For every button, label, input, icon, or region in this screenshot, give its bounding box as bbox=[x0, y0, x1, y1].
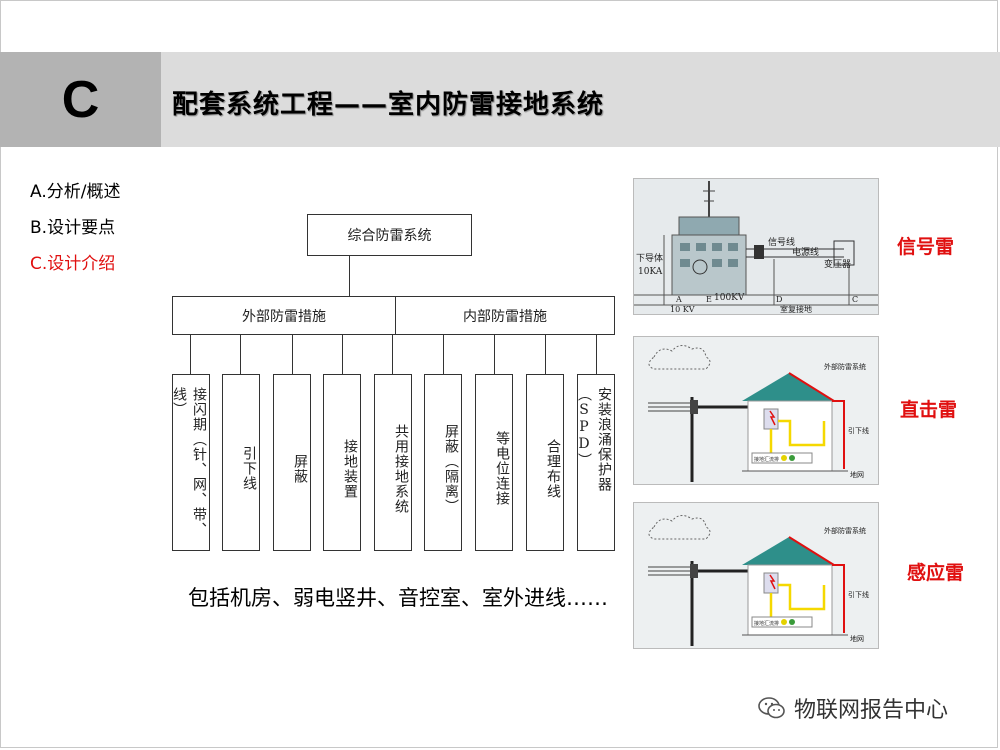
signal-label-10ka: 10KA bbox=[638, 267, 663, 277]
signal-label-10kv: 10 KV bbox=[670, 305, 695, 314]
signal-label-power-line: 电源线 bbox=[792, 246, 819, 258]
induced-label-busbar: 接地汇流排 bbox=[754, 620, 779, 627]
slide-title: 配套系统工程——室内防雷接地系统 bbox=[172, 90, 605, 120]
section-menu: A.分析/概述 B.设计要点 C.设计介绍 bbox=[30, 180, 120, 288]
node-external: 外部防雷措施 bbox=[172, 296, 396, 335]
connector-root bbox=[349, 256, 350, 296]
watermark-text: 物联网报告中心 bbox=[794, 698, 949, 723]
leaf-shielding: 屏蔽 bbox=[273, 374, 311, 551]
menu-item-design-intro[interactable]: C.设计介绍 bbox=[30, 254, 116, 274]
connector-leaf bbox=[240, 335, 241, 374]
diagram-caption: 包括机房、弱电竖井、音控室、室外进线…… bbox=[188, 586, 608, 610]
menu-item-design-points[interactable]: B.设计要点 bbox=[30, 218, 116, 238]
leaf-down-conductor: 引下线 bbox=[222, 374, 260, 551]
direct-lightning-svg: 接地汇流排 外部防雷系统 引下线 地网 bbox=[634, 337, 878, 484]
induced-label-ground-grid: 地网 bbox=[850, 634, 864, 643]
signal-point-a: A bbox=[675, 295, 682, 304]
node-root: 综合防雷系统 bbox=[307, 214, 472, 256]
induced-lightning-svg: 接地汇流排 外部防雷系统 引下线 地网 bbox=[634, 503, 878, 648]
signal-label-100kv: 100KV bbox=[714, 293, 745, 303]
induced-label-external: 外部防雷系统 bbox=[824, 526, 866, 535]
connector-leaf bbox=[342, 335, 343, 374]
direct-label-busbar: 接地汇流排 bbox=[754, 456, 779, 463]
direct-label-ground-grid: 地网 bbox=[850, 470, 864, 479]
leaf-air-terminal: 接闪期（针、网、带、线） bbox=[171, 374, 210, 551]
section-letter: C bbox=[61, 70, 100, 129]
signal-lightning-illustration: 信号线 电源线 变压器 下导体 10KA 100KV 10 KV 室复接地 A … bbox=[633, 178, 879, 315]
signal-lightning-svg: 信号线 电源线 变压器 下导体 10KA 100KV 10 KV 室复接地 A … bbox=[634, 179, 878, 314]
direct-label-down-conductor: 引下线 bbox=[848, 426, 869, 435]
signal-label-signal-line: 信号线 bbox=[768, 236, 795, 248]
leaf-wiring: 合理布线 bbox=[526, 374, 564, 551]
label-direct-lightning: 直击雷 bbox=[900, 399, 958, 421]
label-signal-lightning: 信号雷 bbox=[897, 236, 955, 258]
wechat-icon bbox=[758, 697, 785, 719]
menu-item-analysis[interactable]: A.分析/概述 bbox=[30, 182, 121, 202]
watermark: 物联网报告中心 bbox=[758, 692, 948, 724]
connector-leaf bbox=[494, 335, 495, 374]
connector-leaf bbox=[190, 335, 191, 374]
direct-label-external: 外部防雷系统 bbox=[824, 362, 866, 371]
connector-leaf bbox=[392, 335, 393, 374]
signal-point-c: C bbox=[852, 295, 858, 304]
leaf-spd: 安装浪涌保护器（SPD） bbox=[576, 374, 615, 551]
signal-label-transformer: 变压器 bbox=[824, 258, 851, 270]
induced-lightning-illustration: 接地汇流排 外部防雷系统 引下线 地网 bbox=[633, 502, 879, 649]
signal-label-conductor: 下导体 bbox=[636, 252, 663, 264]
node-internal: 内部防雷措施 bbox=[395, 296, 615, 335]
header-band bbox=[0, 52, 1000, 147]
leaf-grounding: 接地装置 bbox=[323, 374, 361, 551]
connector-leaf bbox=[443, 335, 444, 374]
signal-point-e: E bbox=[706, 295, 712, 304]
signal-label-ground: 室复接地 bbox=[780, 304, 812, 314]
connector-leaf bbox=[292, 335, 293, 374]
direct-lightning-illustration: 接地汇流排 外部防雷系统 引下线 地网 bbox=[633, 336, 879, 485]
leaf-common-ground: 共用接地系统 bbox=[374, 374, 412, 551]
label-induced-lightning: 感应雷 bbox=[907, 562, 965, 584]
induced-label-down-conductor: 引下线 bbox=[848, 590, 869, 599]
leaf-equipotential: 等电位连接 bbox=[475, 374, 513, 551]
section-letter-box: C bbox=[0, 52, 161, 147]
signal-point-d: D bbox=[776, 295, 782, 304]
connector-leaf bbox=[545, 335, 546, 374]
leaf-isolation: 屏蔽（隔离） bbox=[424, 374, 462, 551]
connector-leaf bbox=[596, 335, 597, 374]
